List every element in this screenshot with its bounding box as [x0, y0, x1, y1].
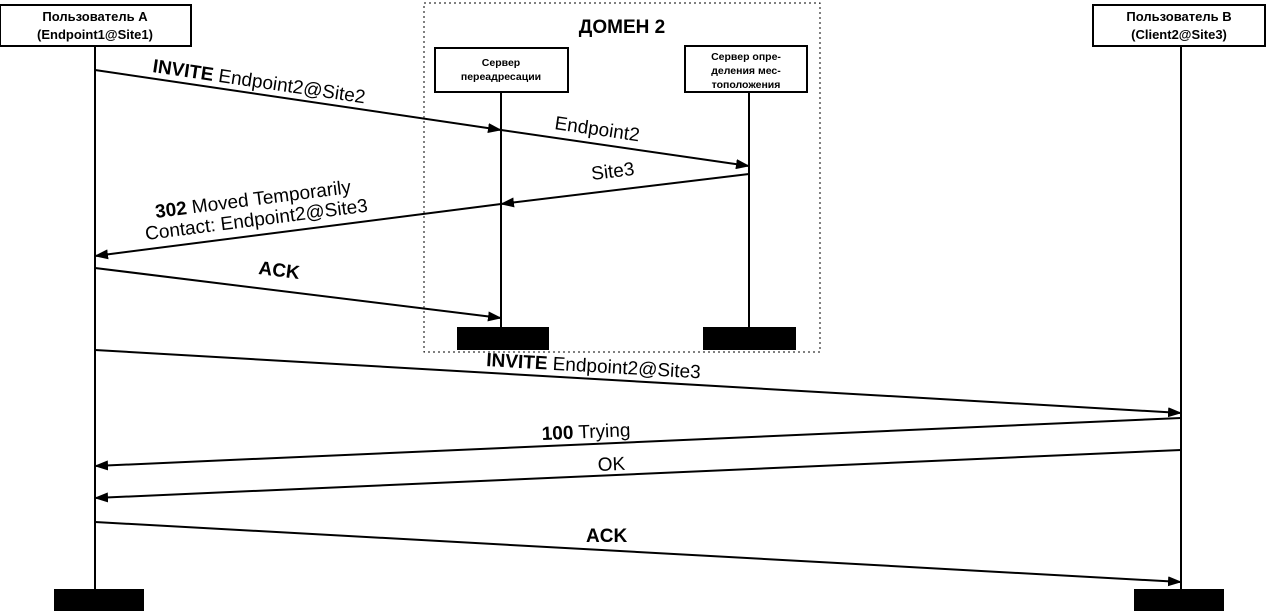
arrow-invite-1 — [94, 69, 502, 134]
label-endpoint2: Endpoint2 — [553, 113, 641, 146]
arrow-ack-2 — [94, 521, 1182, 587]
label-site3: Site3 — [590, 159, 636, 185]
arrow-trying — [94, 417, 1182, 471]
arrow-invite-2 — [94, 349, 1182, 418]
participant-user-b: Пользователь В (Client2@Site3) — [1092, 4, 1266, 47]
end-bar-redirect-server — [457, 327, 549, 350]
domain-2-title: ДОМЕН 2 — [579, 17, 665, 38]
label-ack-2: ACK — [586, 526, 627, 547]
arrow-ok — [94, 449, 1182, 503]
end-bar-location-server — [703, 327, 796, 350]
label-ack-1: ACK — [257, 258, 301, 284]
svg-text:(Client2@Site3): (Client2@Site3) — [1131, 27, 1227, 42]
end-bar-user-b — [1134, 589, 1224, 611]
svg-text:Сервер опре-: Сервер опре- — [711, 51, 781, 63]
svg-text:деления мес-: деления мес- — [711, 65, 781, 77]
participant-user-a: Пользователь А (Endpoint1@Site1) — [0, 4, 192, 47]
arrow-site3 — [500, 173, 750, 208]
svg-text:тоположения: тоположения — [712, 79, 781, 91]
svg-text:переадресации: переадресации — [461, 71, 541, 83]
domain-2-frame — [423, 2, 821, 353]
svg-text:Пользователь В: Пользователь В — [1126, 9, 1231, 24]
svg-text:(Endpoint1@Site1): (Endpoint1@Site1) — [37, 27, 153, 42]
arrow-ack-1 — [94, 267, 502, 322]
participant-location-server: Сервер опре- деления мес- тоположения — [684, 45, 808, 93]
svg-text:Пользователь А: Пользователь А — [42, 9, 148, 24]
arrow-endpoint2 — [500, 129, 750, 170]
arrow-moved — [94, 203, 502, 260]
participant-redirect-server: Сервер переадресации — [434, 47, 569, 93]
svg-text:Сервер: Сервер — [482, 57, 520, 69]
end-bar-user-a — [54, 589, 144, 611]
label-ok: OK — [597, 454, 626, 476]
label-trying: 100 Trying — [541, 420, 631, 445]
